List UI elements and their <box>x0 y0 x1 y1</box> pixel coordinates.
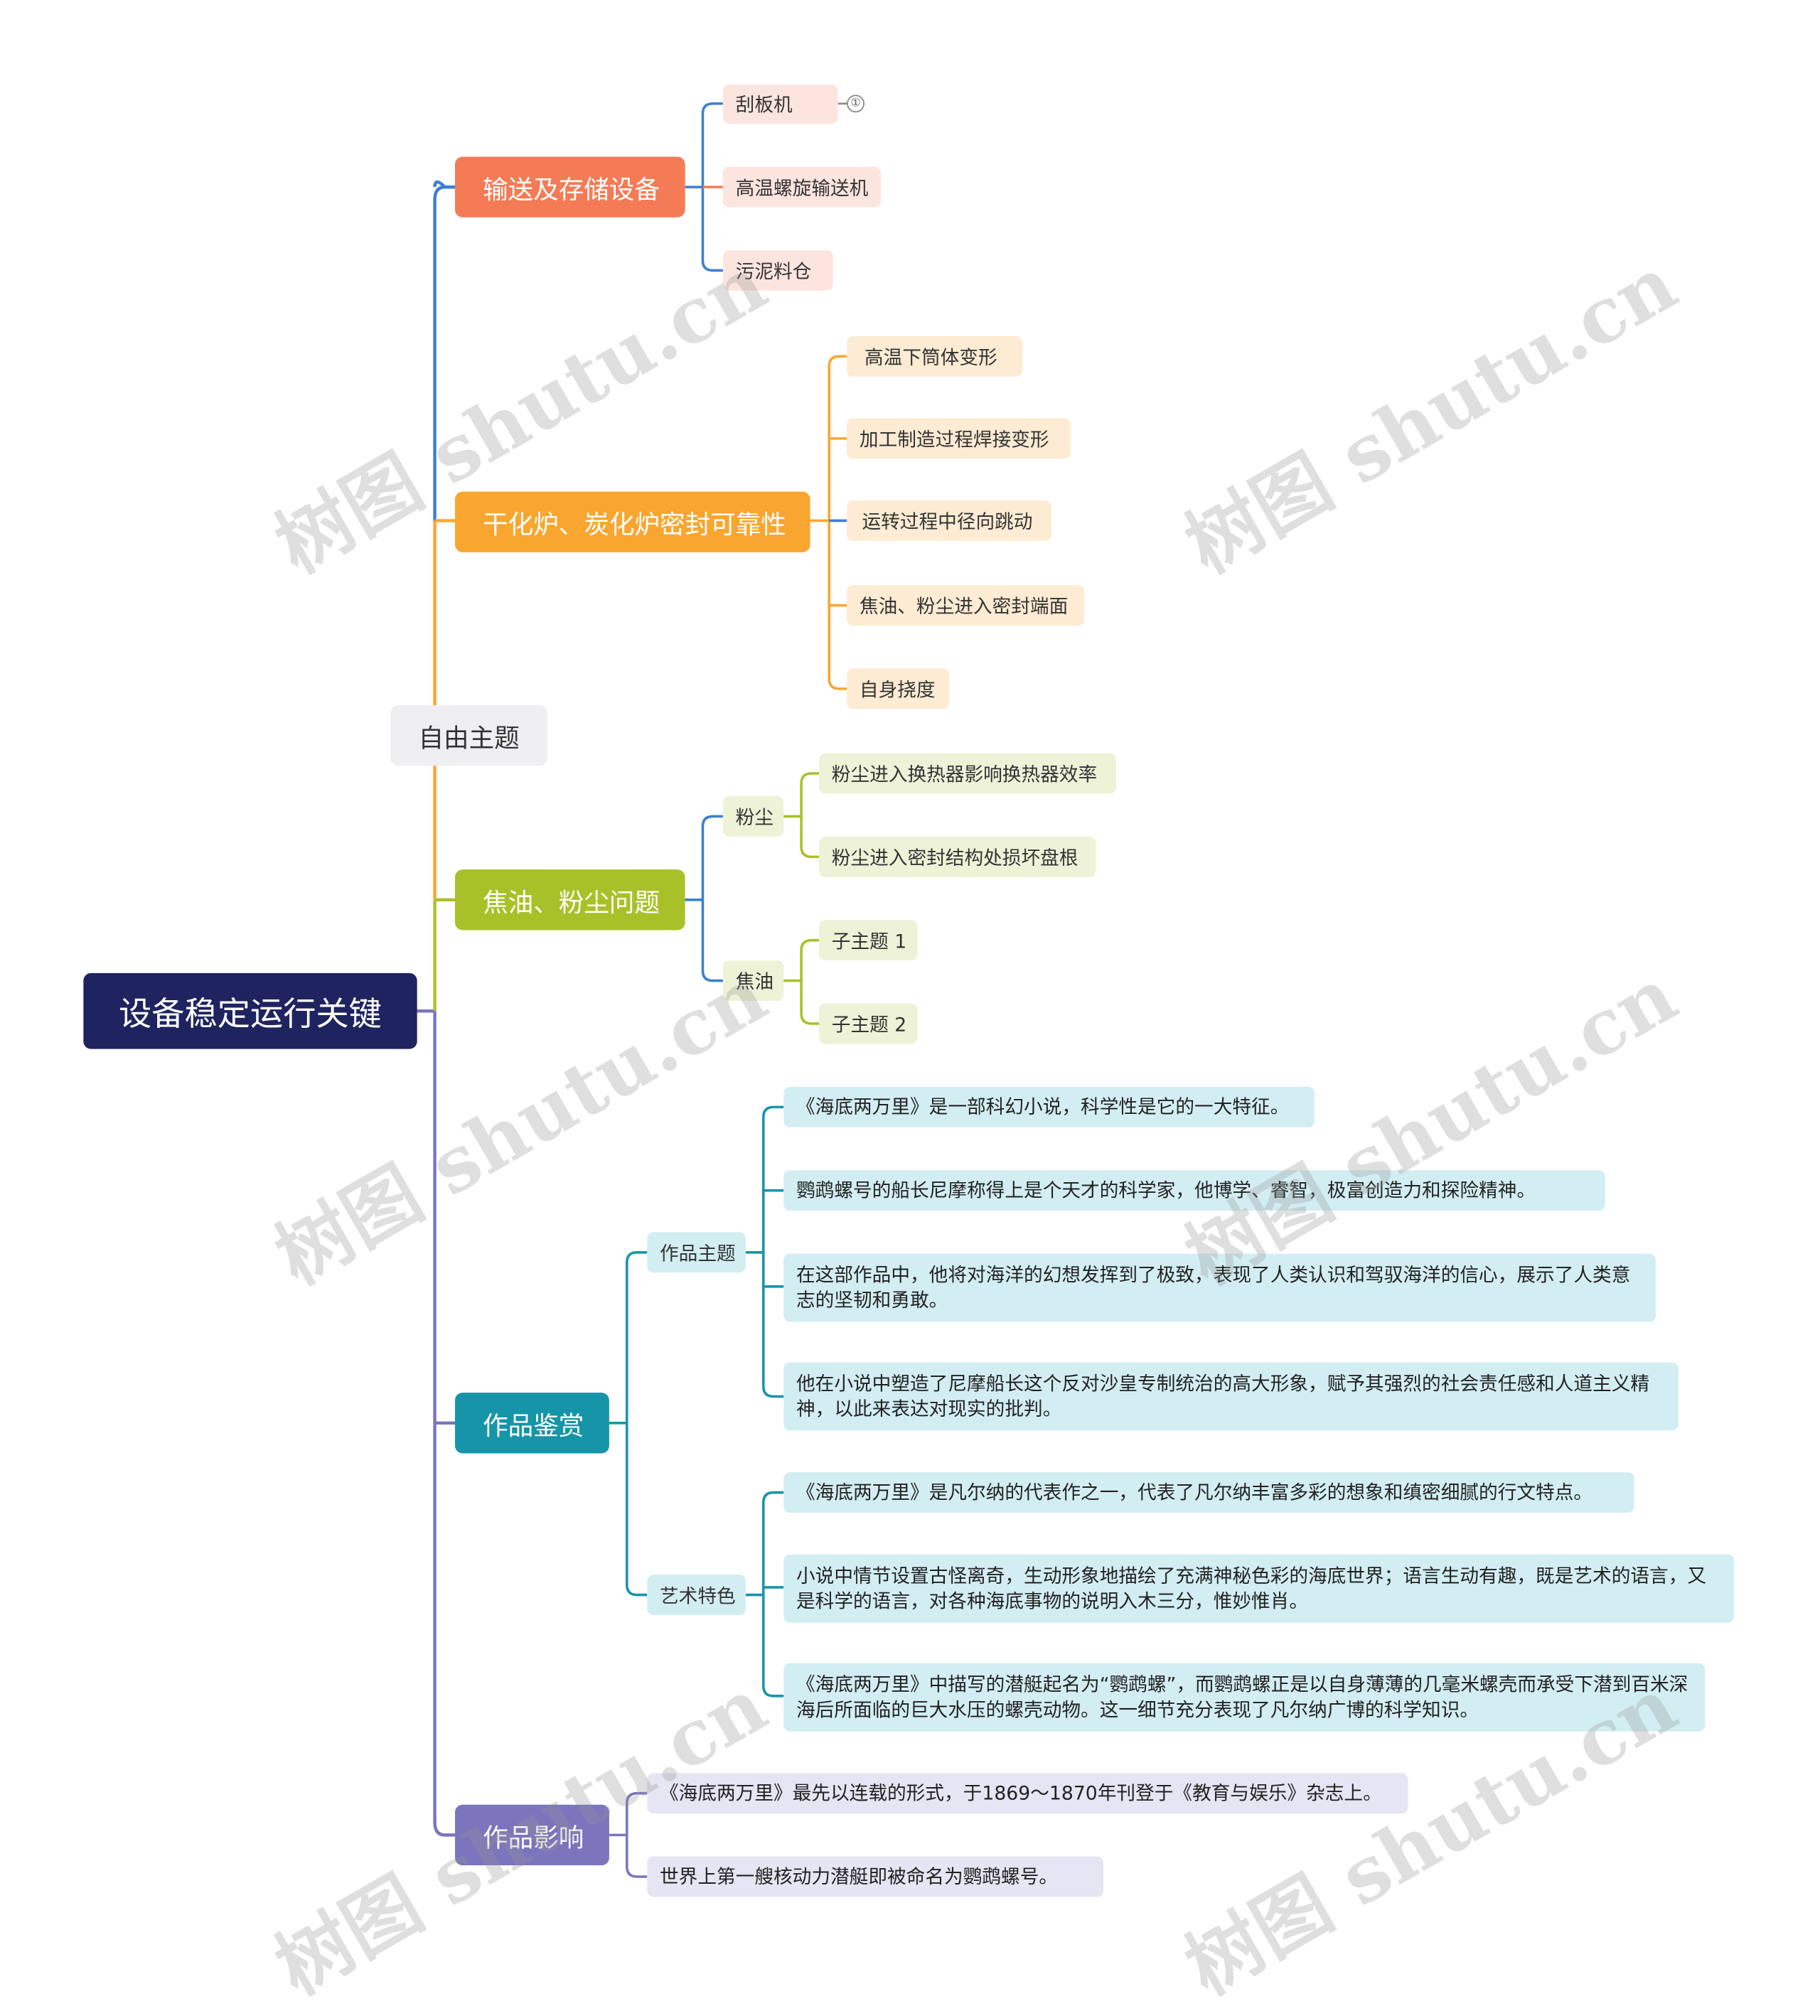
branch-appreciation[interactable]: 作品鉴赏 <box>455 1393 609 1454</box>
leaf-art-2[interactable]: 小说中情节设置古怪离奇，生动形象地描绘了充满神秘色彩的海底世界；语言生动有趣，既… <box>783 1554 1735 1623</box>
branch-furnace-seal[interactable]: 干化炉、炭化炉密封可靠性 <box>455 491 810 552</box>
leaf-theme-4[interactable]: 他在小说中塑造了尼摩船长这个反对沙皇专制统治的高大形象，赋予其强烈的社会责任感和… <box>783 1362 1679 1431</box>
leaf-theme-2[interactable]: 鹦鹉螺号的船长尼摩称得上是个天才的科学家，他博学、睿智，极富创造力和探险精神。 <box>783 1170 1605 1211</box>
subtopic-deformation-high-temp[interactable]: 高温下筒体变形 <box>847 336 1023 377</box>
subtopic-tar[interactable]: 焦油 <box>722 960 784 1002</box>
branch-tar-dust[interactable]: 焦油、粉尘问题 <box>455 869 685 931</box>
free-topic[interactable]: 自由主题 <box>390 705 547 766</box>
subtopic-scraper[interactable]: 刮板机 <box>722 85 838 124</box>
leaf-subtopic-2[interactable]: 子主题 2 <box>819 1003 918 1044</box>
subtopic-theme[interactable]: 作品主题 <box>647 1232 746 1273</box>
subtopic-dust[interactable]: 粉尘 <box>722 796 784 837</box>
leaf-subtopic-1[interactable]: 子主题 1 <box>819 920 918 961</box>
subtopic-welding-deformation[interactable]: 加工制造过程焊接变形 <box>847 418 1071 459</box>
subtopic-self-deflection[interactable]: 自身挠度 <box>847 668 950 709</box>
subtopic-radial-runout[interactable]: 运转过程中径向跳动 <box>847 500 1052 541</box>
leaf-art-1[interactable]: 《海底两万里》是凡尔纳的代表作之一，代表了凡尔纳丰富多彩的想象和缜密细腻的行文特… <box>783 1472 1634 1513</box>
branch-conveying-storage[interactable]: 输送及存储设备 <box>455 156 685 218</box>
subtopic-sludge-bin[interactable]: 污泥料仓 <box>722 250 833 291</box>
leaf-theme-1[interactable]: 《海底两万里》是一部科幻小说，科学性是它的一大特征。 <box>783 1086 1315 1127</box>
branch-influence[interactable]: 作品影响 <box>455 1804 609 1866</box>
leaf-influence-2[interactable]: 世界上第一艘核动力潜艇即被命名为鹦鹉螺号。 <box>647 1856 1104 1897</box>
root-topic[interactable]: 设备稳定运行关键 <box>83 972 417 1049</box>
subtopic-tar-dust-seal[interactable]: 焦油、粉尘进入密封端面 <box>847 585 1085 626</box>
leaf-art-3[interactable]: 《海底两万里》中描写的潜艇起名为“鹦鹉螺”，而鹦鹉螺正是以自身薄薄的几毫米螺壳而… <box>783 1663 1706 1732</box>
subtopic-artistic-features[interactable]: 艺术特色 <box>647 1575 746 1616</box>
leaf-theme-3[interactable]: 在这部作品中，他将对海洋的幻想发挥到了极致，表现了人类认识和驾驭海洋的信心，展示… <box>783 1253 1656 1322</box>
leaf-influence-1[interactable]: 《海底两万里》最先以连载的形式，于1869～1870年刊登于《教育与娱乐》杂志上… <box>647 1773 1408 1814</box>
leaf-dust-heat-exchanger[interactable]: 粉尘进入换热器影响换热器效率 <box>819 753 1116 794</box>
comment-count-icon[interactable]: ① <box>847 95 865 113</box>
leaf-dust-packing[interactable]: 粉尘进入密封结构处损坏盘根 <box>819 836 1096 877</box>
subtopic-screw-conveyor[interactable]: 高温螺旋输送机 <box>722 166 882 208</box>
